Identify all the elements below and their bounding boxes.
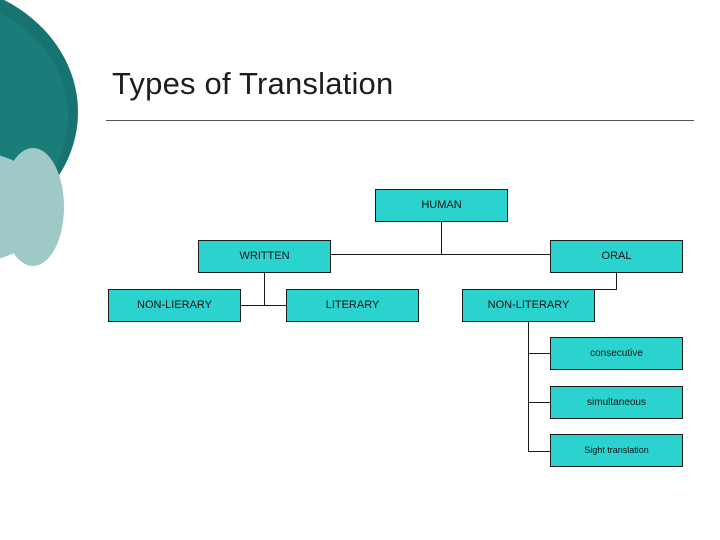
node-literary: LITERARY: [286, 289, 419, 322]
connector-to-consecutive: [528, 353, 550, 354]
connector-oral-down: [616, 273, 617, 289]
node-non-literary: NON-LITERARY: [462, 289, 595, 322]
page-title: Types of Translation: [112, 66, 394, 101]
node-human: HUMAN: [375, 189, 508, 222]
node-consecutive: consecutive: [550, 337, 683, 370]
node-simultaneous: simultaneous: [550, 386, 683, 419]
node-non-lierary: NON-LIERARY: [108, 289, 241, 322]
connector-written-children: [241, 305, 286, 306]
node-oral: ORAL: [550, 240, 683, 273]
connector-human-down: [441, 222, 442, 254]
title-divider: [106, 120, 694, 121]
connector-written-down: [264, 273, 265, 305]
node-written: WRITTEN: [198, 240, 331, 273]
connector-to-simultaneous: [528, 402, 550, 403]
connector-to-sight-translation: [528, 451, 550, 452]
connector-written-oral: [331, 254, 550, 255]
decorative-teal-light-circle: [2, 148, 64, 266]
connector-nonliterary-spine: [528, 322, 529, 451]
node-sight-translation: Sight translation: [550, 434, 683, 467]
